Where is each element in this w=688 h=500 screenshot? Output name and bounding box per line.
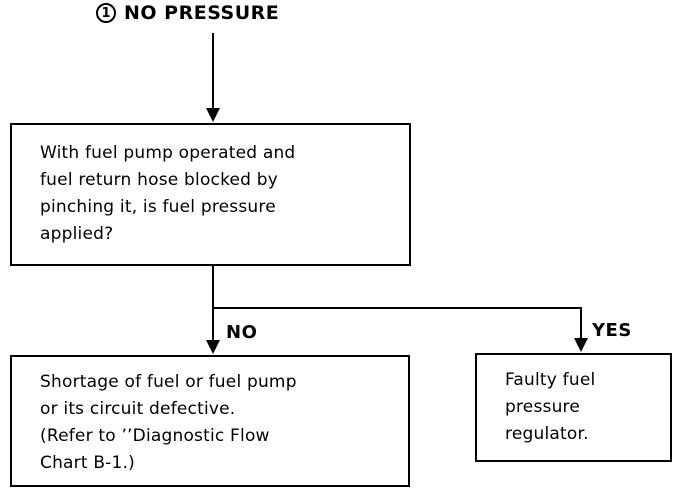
connector-title-to-question [212,33,214,111]
branch-label-no: NO [226,322,258,343]
no-result-box: Shortage of fuel or fuel pump or its cir… [10,355,410,487]
branch-label-yes: YES [592,320,632,341]
arrowhead-down-icon [206,108,220,122]
chart-title-text: NO PRESSURE [124,2,280,24]
connector-yes-branch [580,307,582,341]
connector-branch-bar [212,307,582,309]
arrowhead-down-yes-icon [574,338,588,352]
circled-number-icon: 1 [96,3,116,23]
no-result-box-text: Shortage of fuel or fuel pump or its cir… [40,372,297,473]
connector-question-stem [212,266,214,309]
yes-result-box-text: Faulty fuel pressure regulator. [505,370,596,444]
question-box: With fuel pump operated and fuel return … [10,123,411,266]
chart-title: 1 NO PRESSURE [96,2,279,24]
yes-result-box: Faulty fuel pressure regulator. [475,353,672,462]
connector-no-branch [212,307,214,343]
question-box-text: With fuel pump operated and fuel return … [40,143,296,244]
arrowhead-down-no-icon [206,340,220,354]
